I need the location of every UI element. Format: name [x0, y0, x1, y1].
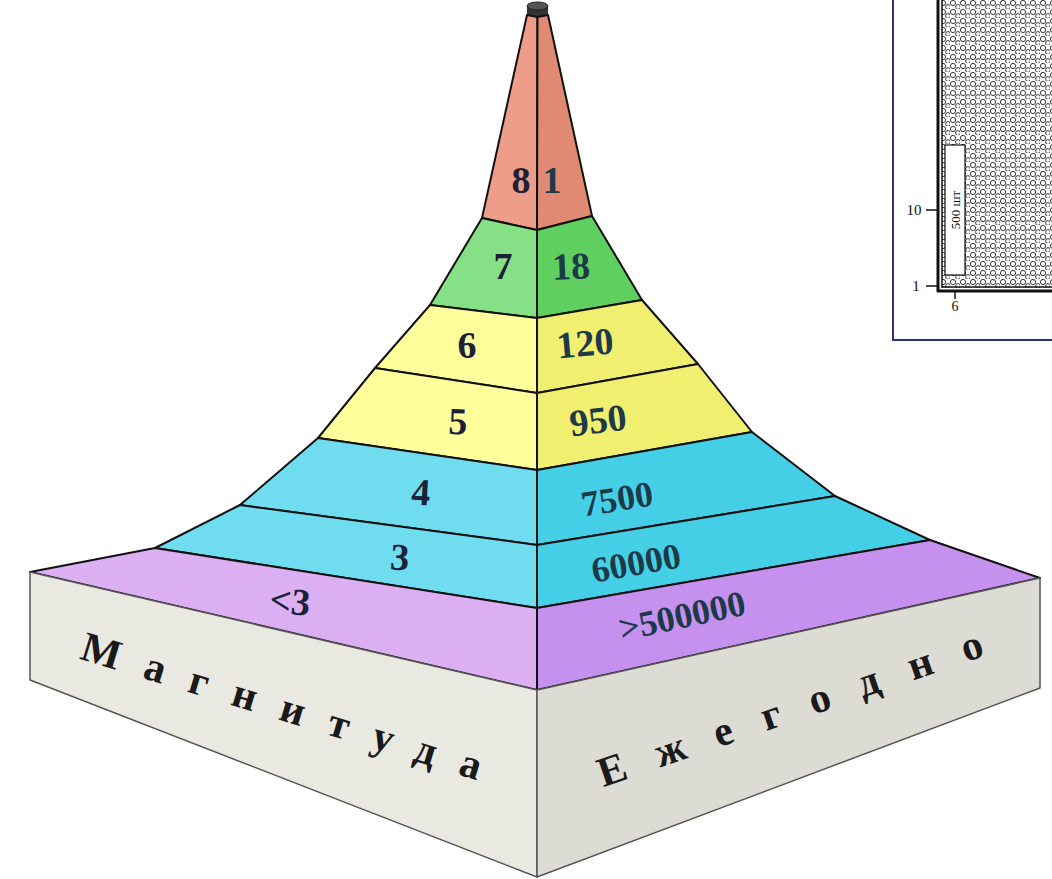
- floor-line: [942, 286, 1052, 288]
- band-face: [430, 218, 537, 318]
- band-face: [537, 578, 1040, 877]
- band-face: [30, 572, 537, 877]
- inset-figure: [893, 0, 1052, 340]
- yearly-count: 950: [567, 398, 628, 443]
- magnitude-value: 4: [411, 473, 432, 512]
- base-face: Ежегодно: [537, 578, 1040, 877]
- wall-line: [937, 0, 940, 292]
- label-strip: [945, 145, 965, 275]
- strip-label: 500 шт: [949, 191, 962, 229]
- wall-line: [941, 0, 943, 288]
- yearly-count: 1: [543, 161, 562, 199]
- yearly-count: 120: [555, 322, 615, 365]
- tick-mark: [954, 292, 956, 299]
- band-outline: [430, 216, 642, 318]
- apex-cap-top: [527, 2, 548, 10]
- tick-mark: [926, 209, 937, 211]
- pyramid-band: 81: [482, 15, 592, 230]
- pebble-fill: [942, 0, 1052, 288]
- band-outline: [482, 15, 592, 230]
- pyramid-band: 7 18: [430, 216, 642, 318]
- magnitude-value: 8: [512, 161, 531, 199]
- tick-mark: [926, 285, 937, 287]
- dimension-mark: 10: [907, 203, 922, 218]
- dimension-mark: 1: [912, 279, 920, 294]
- magnitude-value: 3: [389, 537, 411, 576]
- dimension-mark: 6: [952, 300, 959, 314]
- apex-cap: [527, 2, 548, 16]
- yearly-count: 18: [551, 246, 590, 285]
- magnitude-value: 6: [458, 326, 477, 364]
- band-face: [482, 15, 538, 230]
- magnitude-value: 7: [494, 247, 513, 285]
- magnitude-value: <3: [268, 580, 312, 622]
- inset-frame: [893, 0, 1052, 340]
- magnitude-value: 5: [448, 402, 468, 441]
- band-face: [537, 15, 592, 230]
